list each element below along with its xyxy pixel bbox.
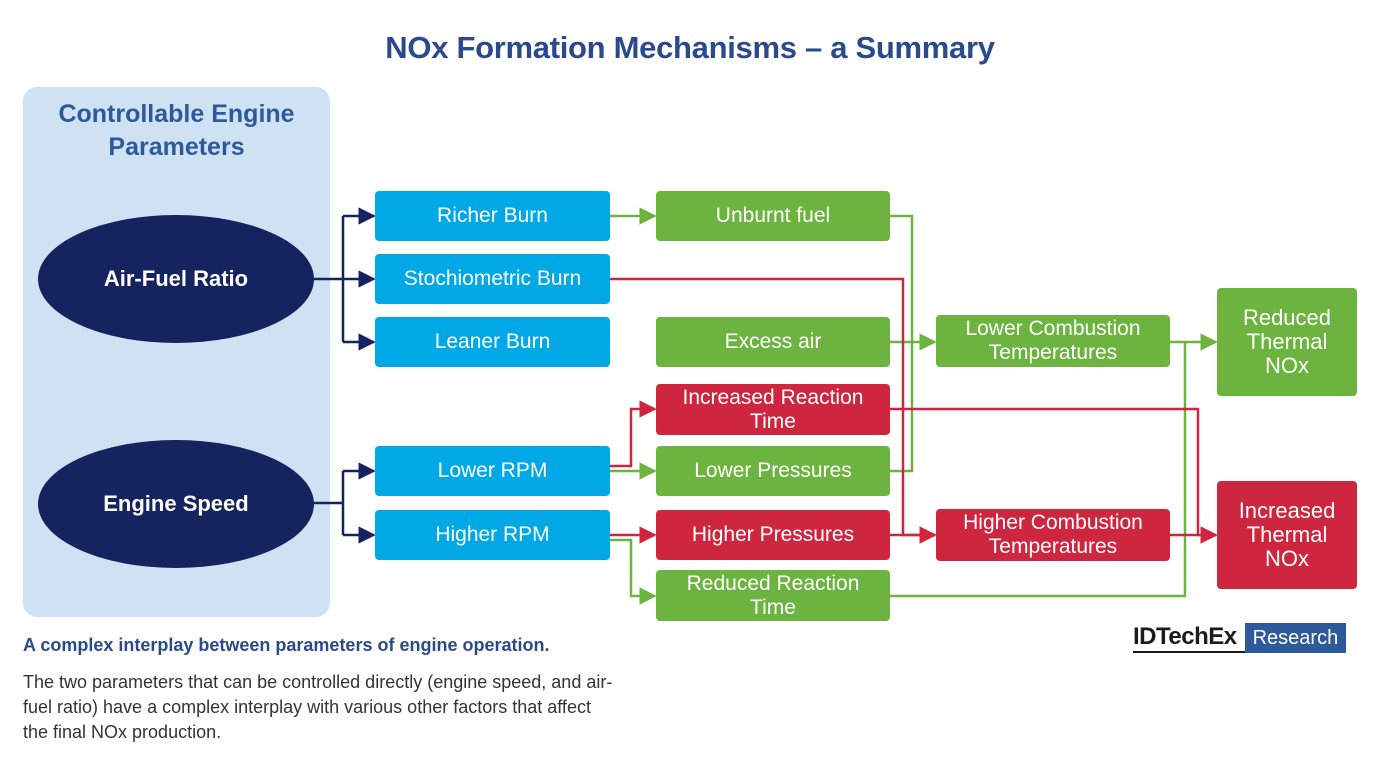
- engine-speed-connectors: [314, 462, 376, 544]
- higher-rpm-box: Higher RPM: [375, 510, 610, 560]
- reduced-reaction-time-box: Reduced Reaction Time: [656, 570, 890, 621]
- higher-pressures-box: Higher Pressures: [656, 510, 890, 560]
- increased-thermal-nox-box: Increased Thermal NOx: [1217, 481, 1357, 589]
- logo-tag: Research: [1244, 623, 1347, 653]
- red-connectors: [610, 277, 1218, 544]
- panel-title: Controllable Engine Parameters: [58, 100, 295, 161]
- air-fuel-ratio-node: Air-Fuel Ratio: [38, 215, 314, 343]
- stoichiometric-burn-box: Stochiometric Burn: [375, 254, 610, 304]
- air-fuel-connectors: [314, 207, 376, 351]
- engine-speed-node: Engine Speed: [38, 440, 314, 568]
- lower-pressures-box: Lower Pressures: [656, 446, 890, 496]
- excess-air-box: Excess air: [656, 317, 890, 367]
- lower-rpm-box: Lower RPM: [375, 446, 610, 496]
- leaner-burn-box: Leaner Burn: [375, 317, 610, 367]
- caption-heading: A complex interplay between parameters o…: [23, 635, 550, 655]
- increased-reaction-time-box: Increased Reaction Time: [656, 384, 890, 435]
- richer-burn-box: Richer Burn: [375, 191, 610, 241]
- page-title: NOx Formation Mechanisms – a Summary: [385, 30, 995, 65]
- idtechex-logo: IDTechEx Research: [1133, 623, 1347, 653]
- caption-body: The two parameters that can be controlle…: [23, 672, 613, 742]
- lower-combustion-temperatures-box: Lower Combustion Temperatures: [936, 315, 1170, 367]
- logo-name: IDTechEx: [1133, 623, 1245, 653]
- unburnt-fuel-box: Unburnt fuel: [656, 191, 890, 241]
- green-connectors: [610, 207, 1218, 605]
- reduced-thermal-nox-box: Reduced Thermal NOx: [1217, 288, 1357, 396]
- higher-combustion-temperatures-box: Higher Combustion Temperatures: [936, 509, 1170, 561]
